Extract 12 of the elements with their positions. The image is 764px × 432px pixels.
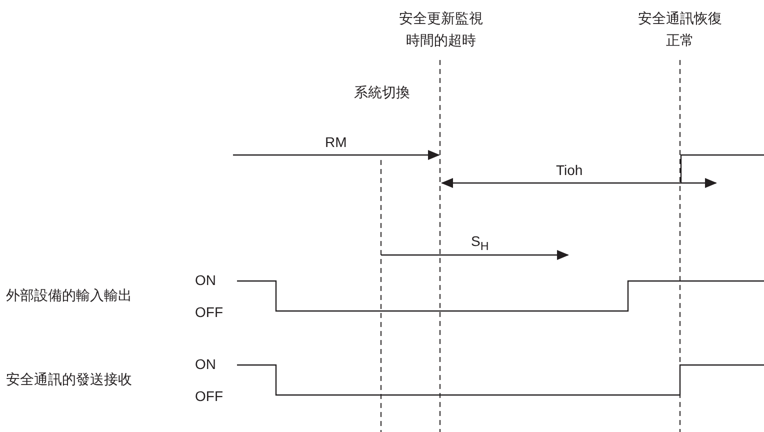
signal-level-label: ON — [195, 271, 216, 290]
event-label: 系統切換 — [353, 84, 411, 103]
signal-level-label: OFF — [195, 303, 223, 322]
time-label: S$_{H}$ — [471, 232, 489, 255]
event-label: 安全更新監視時間的超時 — [398, 10, 484, 51]
event-label: 安全通訊恢復正常 — [637, 10, 723, 51]
time-label: RM — [325, 133, 347, 152]
signal-name: 安全通訊的發送接收 — [6, 371, 132, 390]
signal-level-label: OFF — [195, 387, 223, 406]
time-label: Tioh — [556, 161, 583, 180]
signal-name: 外部設備的輸入輸出 — [6, 287, 132, 306]
signal-level-label: ON — [195, 355, 216, 374]
